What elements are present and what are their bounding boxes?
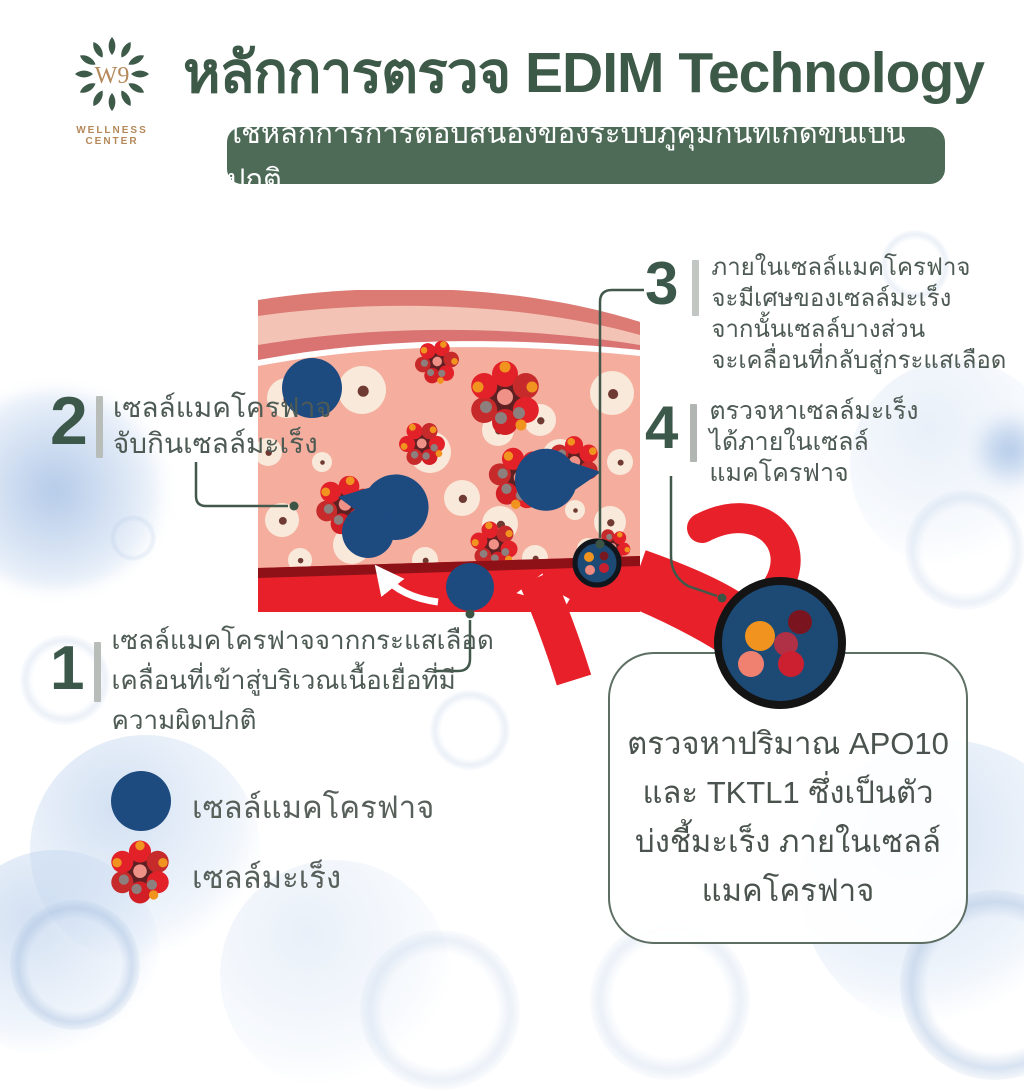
page-title: หลักการตรวจ EDIM Technology xyxy=(183,41,985,105)
step-4-line: แมคโครฟาจ xyxy=(709,459,849,487)
step-3-text: ภายในเซลล์แมคโครฟาจ จะมีเศษของเซลล์มะเร็… xyxy=(711,252,1006,376)
background-bubble xyxy=(0,850,160,1060)
step-divider-bar xyxy=(94,642,102,702)
macrophage-with-fragments-small xyxy=(572,538,622,588)
subtitle-banner: ใช้หลักการการตอบสนองของระบบภูคุ้มกันที่เ… xyxy=(227,118,945,196)
step-4-text: ตรวจหาเซลล์มะเร็ง ได้ภายในเซลล์ แมคโครฟา… xyxy=(709,396,918,489)
background-bubble xyxy=(10,900,140,1030)
result-box-text: ตรวจหาปริมาณ APO10 และ TKTL1 ซึ่งเป็นตัว… xyxy=(627,719,949,915)
w9-wreath-icon: W9 xyxy=(75,37,149,111)
arrow-left-icon xyxy=(516,573,570,606)
step-divider-bar xyxy=(692,260,700,316)
step-1-line: เซลล์แมคโครฟาจจากกระแสเลือด xyxy=(111,625,494,655)
step-divider-bar xyxy=(95,396,103,458)
macrophage-in-vessel xyxy=(446,563,494,611)
result-line: และ TKTL1 ซึ่งเป็นตัว xyxy=(642,775,934,810)
connector-dots xyxy=(289,501,727,619)
step-3-line: ภายในเซลล์แมคโครฟาจ xyxy=(711,254,971,281)
fragment-orange xyxy=(745,621,775,651)
subtitle-banner-text: ใช้หลักการการตอบสนองของระบบภูคุ้มกันที่เ… xyxy=(227,117,906,196)
step-3-line: จะมีเศษของเซลล์มะเร็ง xyxy=(711,285,952,312)
step-4-number: 4 xyxy=(645,394,679,461)
background-bubble xyxy=(110,515,156,561)
skin-separator xyxy=(258,341,640,612)
connector-lines xyxy=(194,288,718,673)
step-2-line: เซลล์แมคโครฟาจ xyxy=(112,392,332,423)
skin-layer-rose xyxy=(258,329,640,612)
result-line: แมคโครฟาจ xyxy=(701,873,875,908)
step-3-line: จะเคลื่อนที่กลับสู่กระแสเลือด xyxy=(711,347,1007,374)
cancer-cell-clusters xyxy=(312,334,634,574)
logo-monogram: W9 xyxy=(95,63,130,89)
vessel-hook xyxy=(687,503,801,634)
step-1-line: ความผิดปกติ xyxy=(111,705,257,735)
background-bubble xyxy=(975,415,1024,485)
result-line: บ่งชี้มะเร็ง ภายในเซลล์ xyxy=(635,824,941,859)
connector-step4 xyxy=(669,476,718,598)
connector-step3 xyxy=(598,288,644,538)
macrophage-engulfing xyxy=(332,464,434,546)
step-1-number: 1 xyxy=(50,634,85,703)
step-2-number: 2 xyxy=(50,383,88,459)
macrophage-engulfing xyxy=(510,441,606,515)
logo-caption: WELLNESS CENTER xyxy=(76,125,148,147)
step-1-line: เคลื่อนที่เข้าสู่บริเวณเนื้อเยื่อที่มี xyxy=(111,665,456,695)
background-bubble xyxy=(590,920,750,1080)
background-bubble xyxy=(360,930,520,1090)
connector-step2 xyxy=(194,462,288,508)
step-1-text: เซลล์แมคโครฟาจจากกระแสเลือด เคลื่อนที่เข… xyxy=(111,620,493,740)
step-3-number: 3 xyxy=(645,250,679,317)
background-bubble xyxy=(30,735,260,965)
legend-label-macrophage: เซลล์แมคโครฟาจ xyxy=(192,790,435,825)
step-2-text: เซลล์แมคโครฟาจ จับกินเซลล์มะเร็ง xyxy=(113,390,332,462)
step-4-line: ได้ภายในเซลล์ xyxy=(709,428,869,456)
result-box: ตรวจหาปริมาณ APO10 และ TKTL1 ซึ่งเป็นตัว… xyxy=(608,652,968,944)
legend-cancer-icon xyxy=(111,840,169,904)
step-2-line: จับกินเซลล์มะเร็ง xyxy=(112,428,318,459)
legend-label-cancer: เซลล์มะเร็ง xyxy=(192,860,342,895)
step-divider-bar xyxy=(690,404,698,462)
arrow-up-icon xyxy=(374,564,439,606)
legend-macrophage-icon xyxy=(111,771,171,831)
fragment-maroon xyxy=(788,610,812,634)
result-line: ตรวจหาปริมาณ APO10 xyxy=(627,726,949,761)
step-3-line: จากนั้นเซลล์บางส่วน xyxy=(711,316,926,343)
infographic-page: { "logo": { "monogram": "W9", "caption":… xyxy=(0,34,1024,1090)
step-1: 1 เซลล์แมคโครฟาจจากกระแสเลือด เคลื่อนที่… xyxy=(50,618,494,740)
logo: W9 WELLNESS CENTER xyxy=(52,34,172,147)
step-3: 3 ภายในเซลล์แมคโครฟาจ จะมีเศษของเซลล์มะเ… xyxy=(645,248,1006,376)
macrophage-cell xyxy=(342,506,394,558)
step-4: 4 ตรวจหาเซลล์มะเร็ง ได้ภายในเซลล์ แมคโคร… xyxy=(645,392,918,489)
background-bubble xyxy=(905,490,1024,610)
blood-vessel xyxy=(258,556,640,612)
step-2: 2 เซลล์แมคโครฟาจ จับกินเซลล์มะเร็ง xyxy=(50,386,332,462)
step-4-line: ตรวจหาเซลล์มะเร็ง xyxy=(709,397,919,425)
